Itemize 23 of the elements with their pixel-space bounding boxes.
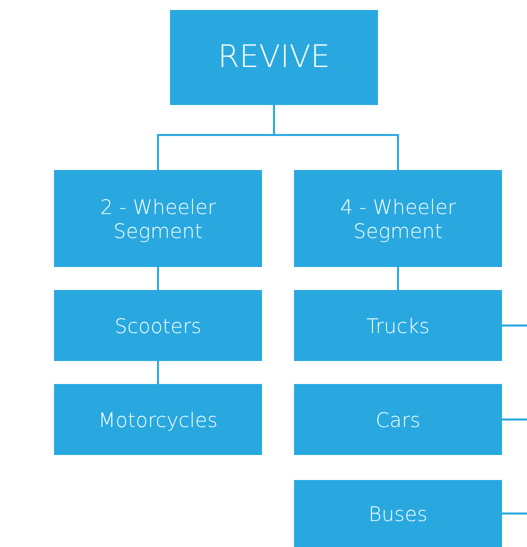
box-label: Motorcycles bbox=[98, 408, 218, 432]
connector-line bbox=[157, 361, 159, 384]
connector-line bbox=[157, 267, 159, 290]
connector-line bbox=[502, 512, 527, 514]
org-box bbox=[170, 10, 378, 105]
box-label: REVIVE bbox=[218, 38, 330, 76]
org-box bbox=[294, 480, 502, 547]
box-label: Cars bbox=[376, 408, 420, 432]
connector-line bbox=[502, 418, 527, 420]
box-label: Buses bbox=[368, 502, 428, 526]
box-label: 2 - Wheeler Segment bbox=[99, 194, 217, 242]
org-box bbox=[54, 170, 262, 267]
box-label: 4 - Wheeler Segment bbox=[339, 194, 457, 242]
box-label: Scooters bbox=[114, 314, 202, 338]
org-box bbox=[54, 384, 262, 455]
box-label: Trucks bbox=[366, 314, 430, 338]
org-box bbox=[54, 290, 262, 361]
org-box bbox=[294, 170, 502, 267]
connector-line bbox=[397, 267, 399, 290]
connector-line bbox=[273, 105, 399, 170]
org-box bbox=[294, 384, 502, 455]
connector-line bbox=[502, 324, 527, 326]
org-box bbox=[294, 290, 502, 361]
